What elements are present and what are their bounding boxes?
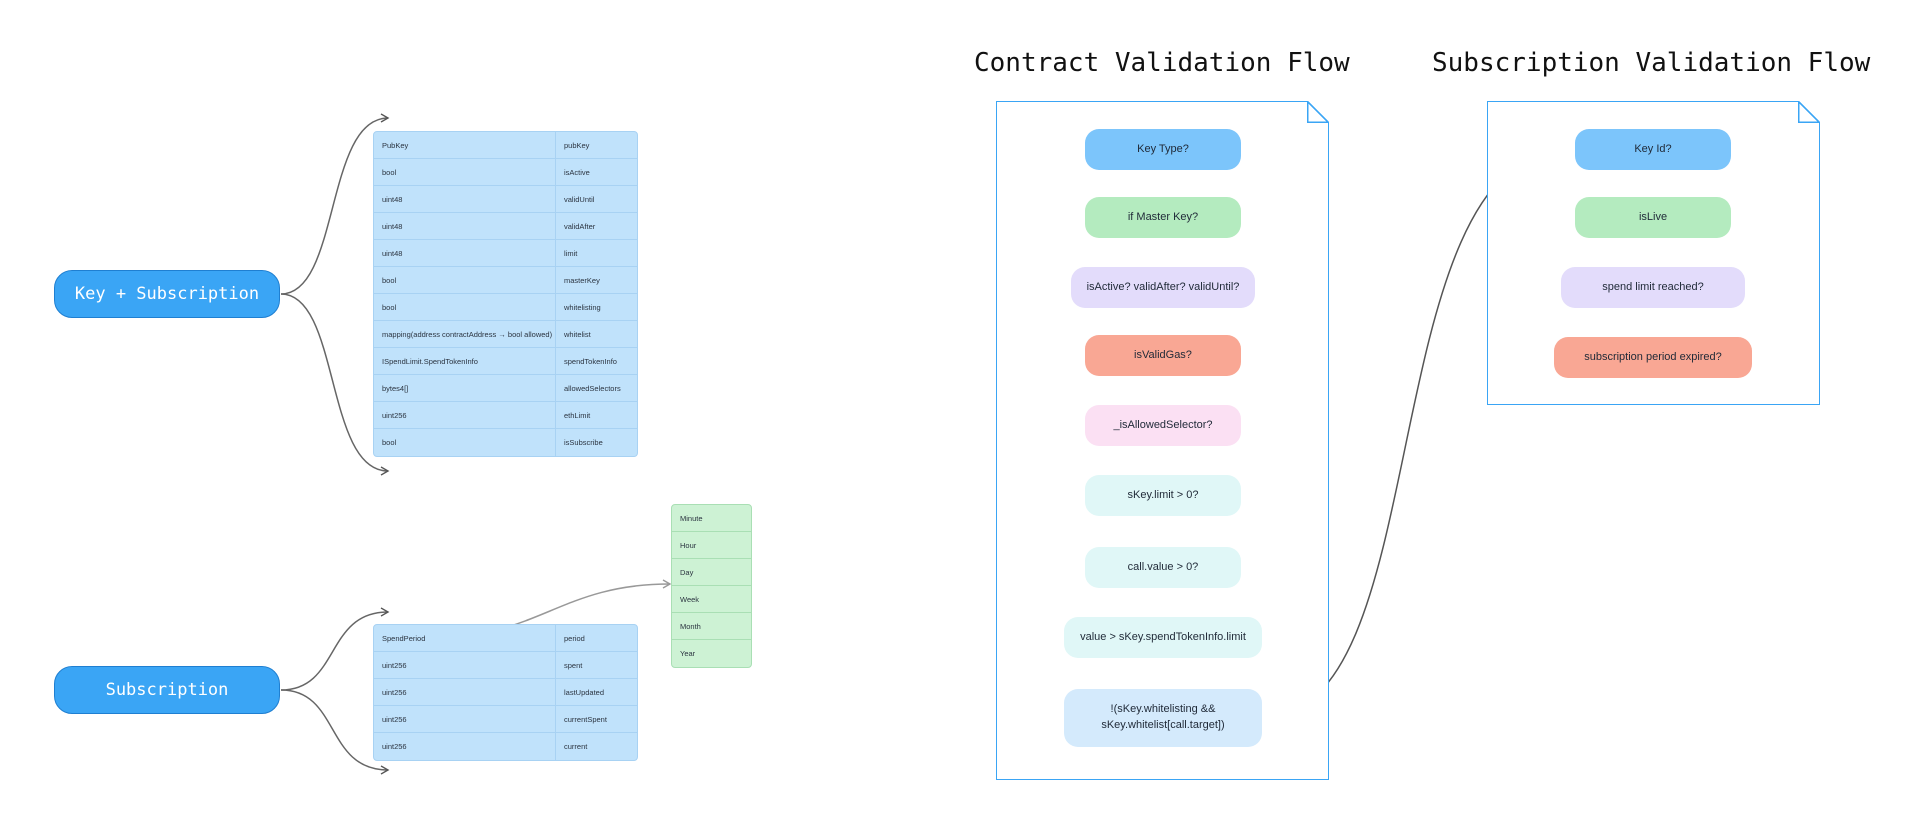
key-struct-table: PubKey pubKey bool isActive uint48 validUnt… xyxy=(373,131,638,457)
field-name: lastUpdated xyxy=(564,687,605,697)
field-name: validUntil xyxy=(564,194,595,204)
table-row: uint256 ethLimit xyxy=(374,402,637,429)
flow-node-key-id[interactable]: Key Id? xyxy=(1575,129,1731,170)
whitelist-line-2: sKey.whitelist[call.target]) xyxy=(1101,719,1225,731)
subscription-node[interactable]: Subscription xyxy=(54,666,280,714)
whitelist-line-1: !(sKey.whitelisting && xyxy=(1110,703,1216,716)
field-name: ethLimit xyxy=(564,410,591,420)
table-row: ISpendLimit.SpendTokenInfo spendTokenInfo xyxy=(374,348,637,375)
flow-node-master-key[interactable]: if Master Key? xyxy=(1085,197,1241,238)
subscription-label: Subscription xyxy=(105,680,229,700)
table-row: bool isSubscribe xyxy=(374,429,637,456)
field-type: SpendPeriod xyxy=(374,625,556,651)
field-name: whitelisting xyxy=(564,302,601,312)
flow-node-valid-gas[interactable]: isValidGas? xyxy=(1085,335,1241,376)
field-type: mapping(address contractAddress → bool a… xyxy=(374,321,556,347)
flow-node-is-live[interactable]: isLive xyxy=(1575,197,1731,238)
flow-node-spend-limit-reached[interactable]: spend limit reached? xyxy=(1561,267,1745,308)
flow-node-allowed-selector[interactable]: _isAllowedSelector? xyxy=(1085,405,1241,446)
flow-node-skey-limit[interactable]: sKey.limit > 0? xyxy=(1085,475,1241,516)
contract-flow-title: Contract Validation Flow xyxy=(974,48,1350,78)
field-name: current xyxy=(564,742,588,751)
list-item: Hour xyxy=(672,532,751,559)
table-row: bool isActive xyxy=(374,159,637,186)
connector-key-top xyxy=(280,113,390,295)
table-row: uint48 validAfter xyxy=(374,213,637,240)
table-row: PubKey pubKey xyxy=(374,132,637,159)
field-type: bytes4[] xyxy=(374,375,556,401)
field-name: pubKey xyxy=(564,140,590,150)
connector-key-bottom xyxy=(280,293,390,476)
table-row: uint256 lastUpdated xyxy=(374,679,637,706)
flow-node-key-type[interactable]: Key Type? xyxy=(1085,129,1241,170)
field-name: period xyxy=(564,633,585,643)
field-type: ISpendLimit.SpendTokenInfo xyxy=(374,348,556,374)
field-name: validAfter xyxy=(564,221,596,231)
field-type: uint256 xyxy=(374,733,556,760)
field-type: uint256 xyxy=(374,679,556,705)
field-type: uint48 xyxy=(374,213,556,239)
table-row: uint48 validUntil xyxy=(374,186,637,213)
flow-node-period-expired[interactable]: subscription period expired? xyxy=(1554,337,1752,378)
flow-node-call-value[interactable]: call.value > 0? xyxy=(1085,547,1241,588)
field-type: bool xyxy=(374,267,556,293)
table-row: bool masterKey xyxy=(374,267,637,294)
flow-node-whitelist[interactable]: !(sKey.whitelisting && sKey.whitelist[ca… xyxy=(1064,689,1262,747)
field-type: uint256 xyxy=(374,652,556,678)
field-type: bool xyxy=(374,429,556,456)
field-name: isActive xyxy=(564,167,590,177)
field-type: uint48 xyxy=(374,186,556,212)
key-subscription-node[interactable]: Key + Subscription xyxy=(54,270,280,318)
table-row: uint256 spent xyxy=(374,652,637,679)
page-fold-icon xyxy=(1307,101,1329,123)
key-subscription-label: Key + Subscription xyxy=(74,284,260,304)
list-item: Year xyxy=(680,649,696,658)
flow-node-active-validity[interactable]: isActive? validAfter? validUntil? xyxy=(1071,267,1255,308)
table-row: bytes4[] allowedSelectors xyxy=(374,375,637,402)
list-item: Day xyxy=(672,559,751,586)
table-row: mapping(address contractAddress → bool a… xyxy=(374,321,637,348)
spend-period-table: Minute Hour Day Week Month Year xyxy=(671,504,752,668)
field-type: bool xyxy=(374,294,556,320)
subscription-flow-title: Subscription Validation Flow xyxy=(1432,48,1871,78)
field-name: allowedSelectors xyxy=(564,383,621,393)
field-name: limit xyxy=(564,248,578,258)
list-item: Minute xyxy=(672,505,751,532)
connector-sub-bottom xyxy=(280,689,390,775)
field-type: uint256 xyxy=(374,706,556,732)
field-type: bool xyxy=(374,159,556,185)
table-row: uint256 current xyxy=(374,733,637,760)
field-name: currentSpent xyxy=(564,714,607,724)
page-fold-icon xyxy=(1798,101,1820,123)
table-row: SpendPeriod period xyxy=(374,625,637,652)
list-item: Week xyxy=(672,586,751,613)
field-name: spent xyxy=(564,660,583,670)
table-row: uint256 currentSpent xyxy=(374,706,637,733)
table-row: uint48 limit xyxy=(374,240,637,267)
list-item: Month xyxy=(672,613,751,640)
field-type: uint48 xyxy=(374,240,556,266)
field-type: PubKey xyxy=(374,132,556,158)
subscription-struct-table: SpendPeriod period uint256 spent uint256 la… xyxy=(373,624,638,761)
field-name: isSubscribe xyxy=(564,438,603,447)
field-type: uint256 xyxy=(374,402,556,428)
field-name: masterKey xyxy=(564,275,600,285)
table-row: bool whitelisting xyxy=(374,294,637,321)
field-name: whitelist xyxy=(564,329,591,339)
connector-sub-top xyxy=(280,607,390,691)
flow-node-spend-limit[interactable]: value > sKey.spendTokenInfo.limit xyxy=(1064,617,1262,658)
field-name: spendTokenInfo xyxy=(564,356,617,366)
